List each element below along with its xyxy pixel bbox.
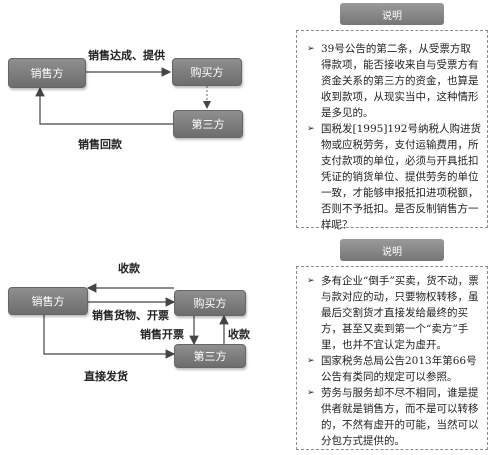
check-bullet-icon: ➢ <box>307 44 315 54</box>
node-buyer-2: 购买方 <box>174 290 246 316</box>
list-item: ➢国税发[1995]192号纳税人购进货物或应税劳务，支付运输费用，所支付款项的… <box>307 123 481 231</box>
edge-label-direct: 直接发货 <box>84 370 128 383</box>
node-label: 购买方 <box>190 66 224 79</box>
panel2-header: 说明 <box>340 239 444 261</box>
panel1-header: 说明 <box>340 3 444 25</box>
arrow-direct-ship <box>43 314 176 359</box>
list-item: ➢39号公告的第二条，从受票方取得款项，能否接收来自与受票方有资金关系的第三方的… <box>307 43 479 119</box>
node-label: 购买方 <box>193 297 227 310</box>
edge-label-goods: 销售货物、开票 <box>92 309 169 322</box>
panel2-list: ➢多有企业“倒手”买卖，货不动，票与款对应的动，只要物权转移，虽最后交割货才直接… <box>305 273 481 449</box>
node-third-1: 第三方 <box>173 110 243 138</box>
check-bullet-icon: ➢ <box>307 276 315 286</box>
node-label: 第三方 <box>193 350 227 363</box>
panel1-notes: ➢39号公告的第二条，从受票方取得款项，能否接收来自与受票方有资金关系的第三方的… <box>296 30 488 231</box>
list-item: ➢国家税务总局公告2013年第66号公告有类同的规定可以参照。 <box>307 355 477 383</box>
edge-label-invoice: 销售开票 <box>140 328 184 341</box>
panel1-list: ➢39号公告的第二条，从受票方取得款项，能否接收来自与受票方有资金关系的第三方的… <box>305 41 481 233</box>
node-seller-2: 销售方 <box>8 287 88 315</box>
node-seller-1: 销售方 <box>8 58 86 88</box>
node-third-2: 第三方 <box>174 344 246 368</box>
node-label: 第三方 <box>191 118 225 131</box>
node-label: 销售方 <box>31 295 65 308</box>
arrow-third-to-seller <box>35 86 173 125</box>
edge-label-top: 销售达成、提供 <box>88 49 165 62</box>
check-bullet-icon: ➢ <box>307 124 315 134</box>
node-label: 销售方 <box>30 67 64 80</box>
edge-label-receipt: 收款 <box>228 328 250 341</box>
check-bullet-icon: ➢ <box>307 356 315 366</box>
edge-label-collect: 收款 <box>118 262 140 275</box>
edge-label-bottom: 销售回款 <box>78 138 122 151</box>
list-item: ➢多有企业“倒手”买卖，货不动，票与款对应的动，只要物权转移，虽最后交割货才直接… <box>307 275 479 351</box>
check-bullet-icon: ➢ <box>307 388 315 398</box>
list-item: ➢劳务与服务却不尽不相同，谁是提供者就是销售方，而不是可以转移的，不然有虚开的可… <box>307 387 479 447</box>
node-buyer-1: 购买方 <box>172 58 242 86</box>
panel2-notes: ➢多有企业“倒手”买卖，货不动，票与款对应的动，只要物权转移，虽最后交割货才直接… <box>296 266 488 450</box>
